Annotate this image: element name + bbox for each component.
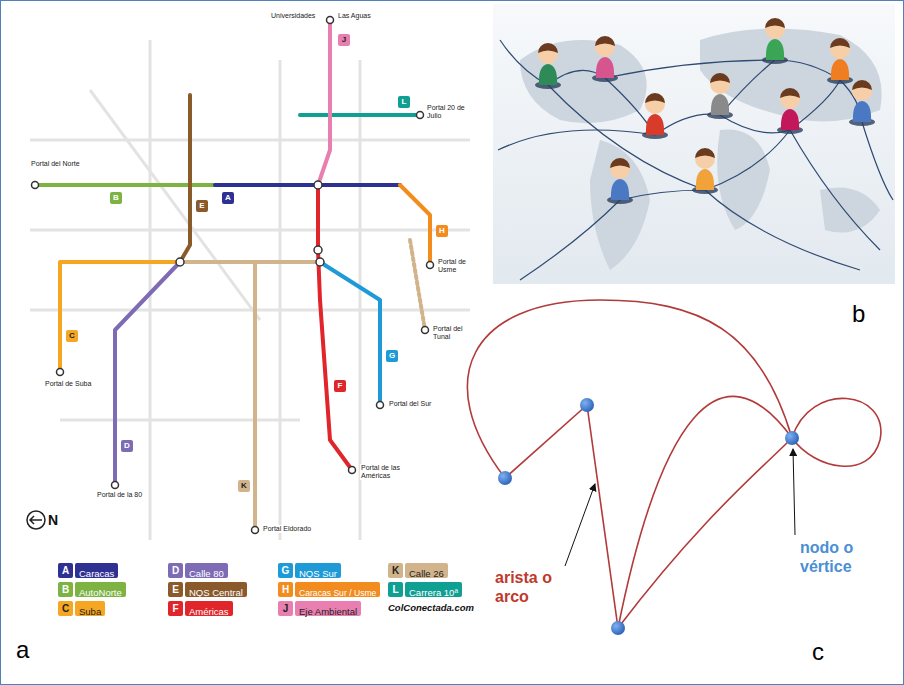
legend-swatch: Américas — [185, 601, 233, 616]
edge-callout: arista o arco — [495, 568, 565, 606]
station-name: Las Aguas — [337, 12, 372, 20]
legend-swatch: Eje Ambiental — [295, 601, 361, 616]
legend-text: Eje Ambiental — [299, 606, 357, 617]
line-badge: D — [121, 440, 133, 452]
line-badge: E — [196, 200, 208, 212]
legend-letter: K — [388, 563, 403, 578]
panel-letter: a — [16, 636, 29, 664]
legend-letter: H — [278, 582, 293, 597]
line-badge: L — [398, 96, 410, 108]
line-badge: H — [436, 225, 448, 237]
station-name: Portal de las Américas — [360, 464, 414, 480]
legend-letter: G — [278, 563, 293, 578]
legend-letter: C — [58, 601, 73, 616]
station-name: Portal de Suba — [44, 380, 92, 388]
station-name: Portal de la 80 — [96, 491, 143, 499]
line-badge: K — [238, 480, 250, 492]
legend-text: Suba — [79, 606, 101, 617]
legend-text: Caracas Sur / Usme — [299, 588, 376, 598]
legend-swatch: Caracas — [75, 563, 118, 578]
station-name: Portal 20 de Julio — [426, 104, 472, 120]
legend-letter: D — [168, 563, 183, 578]
station-name: Portal del Tunal — [432, 325, 472, 341]
station-name: Portal Eldorado — [262, 525, 312, 533]
line-badge: G — [386, 350, 398, 362]
legend-text: NQS Central — [189, 587, 243, 598]
legend-text: Caracas — [79, 568, 114, 579]
legend-swatch: NQS Central — [185, 582, 247, 597]
station-name: Portal del Sur — [388, 400, 432, 408]
legend-text: Américas — [189, 606, 229, 617]
legend-letter: E — [168, 582, 183, 597]
north-mark: N — [48, 512, 58, 528]
line-badge: B — [110, 192, 122, 204]
legend-text: Calle 80 — [189, 568, 224, 579]
legend-letter: F — [168, 601, 183, 616]
legend-swatch: Caracas Sur / Usme — [295, 582, 380, 597]
legend-swatch: AutoNorte — [75, 582, 126, 597]
legend-swatch: NQS Sur — [295, 563, 341, 578]
legend-letter: L — [388, 582, 403, 597]
legend-swatch: Suba — [75, 601, 105, 616]
legend-swatch: Calle 80 — [185, 563, 228, 578]
legend-swatch: Carrera 10ª — [405, 582, 462, 597]
line-badge: C — [66, 330, 78, 342]
legend-swatch: Calle 26 — [405, 563, 448, 578]
legend-letter: B — [58, 582, 73, 597]
panel-letter: b — [852, 300, 865, 328]
line-badge: J — [338, 34, 350, 46]
credit-text: ColConectada.com — [388, 602, 474, 613]
legend-letter: J — [278, 601, 293, 616]
legend-text: Carrera 10ª — [409, 587, 458, 598]
legend-text: AutoNorte — [79, 587, 122, 598]
legend-text: NQS Sur — [299, 568, 337, 579]
panel-letter: c — [812, 638, 824, 666]
station-name: Portal del Norte — [30, 160, 81, 168]
station-name: Universidades — [270, 12, 316, 20]
station-name: Portal de Usme — [437, 258, 475, 274]
node-callout: nodo o vértice — [800, 538, 884, 576]
line-badge: F — [334, 380, 346, 392]
legend-text: Calle 26 — [409, 568, 444, 579]
legend-letter: A — [58, 563, 73, 578]
line-badge: A — [222, 192, 234, 204]
